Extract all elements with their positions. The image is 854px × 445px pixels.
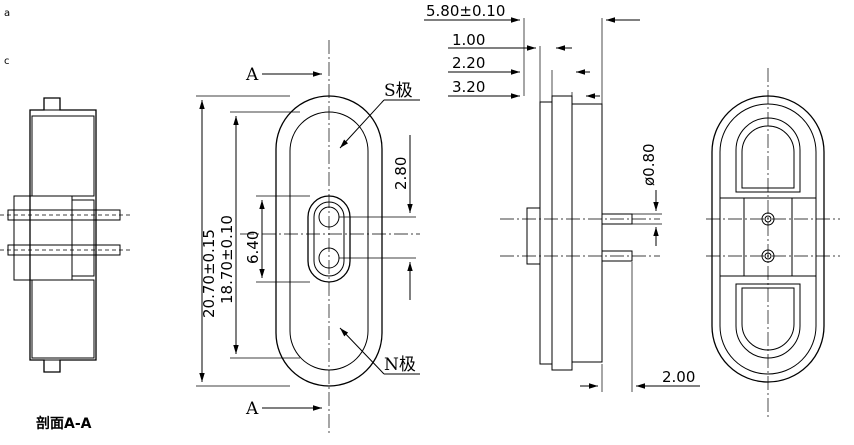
section-mark-bottom: A <box>245 399 259 419</box>
dim-pin-diameter: ø0.80 <box>640 143 658 186</box>
dim-pin-offset: 2.80 <box>392 157 410 190</box>
section-view: a c 剖面A-A <box>0 8 130 432</box>
dim-overall-height: 20.70±0.15 <box>200 229 218 318</box>
dim-plate: 1.00 <box>452 31 485 49</box>
dim-step: 2.20 <box>452 54 485 72</box>
rear-outer-outline <box>711 95 825 383</box>
dim-total-thickness: 5.80±0.10 <box>426 2 505 20</box>
outer-body-outline <box>275 95 383 387</box>
svg-text:c: c <box>4 56 10 67</box>
dim-inner-height: 18.70±0.10 <box>218 215 236 304</box>
rear-pin-upper <box>761 212 775 226</box>
inner-body-outline <box>289 111 369 371</box>
pole-s-label: S极 <box>384 81 413 101</box>
section-caption: 剖面A-A <box>36 415 92 432</box>
dim-pin-span: 6.40 <box>244 231 262 264</box>
side-back-plate <box>539 101 553 365</box>
svg-text:a: a <box>4 8 10 19</box>
rear-view <box>706 68 840 420</box>
front-view: A A S极 N极 20.70±0.15 18.70±0.10 6.40 2.8… <box>196 40 420 435</box>
dim-body: 3.20 <box>452 78 485 96</box>
pole-n-label: N极 <box>384 355 416 375</box>
dim-pin-length: 2.00 <box>662 368 695 386</box>
section-mark-top: A <box>245 65 259 85</box>
side-view: 5.80±0.10 1.00 2.20 3.20 ø0.80 2.00 <box>424 2 700 392</box>
rear-pin-lower <box>761 249 775 263</box>
